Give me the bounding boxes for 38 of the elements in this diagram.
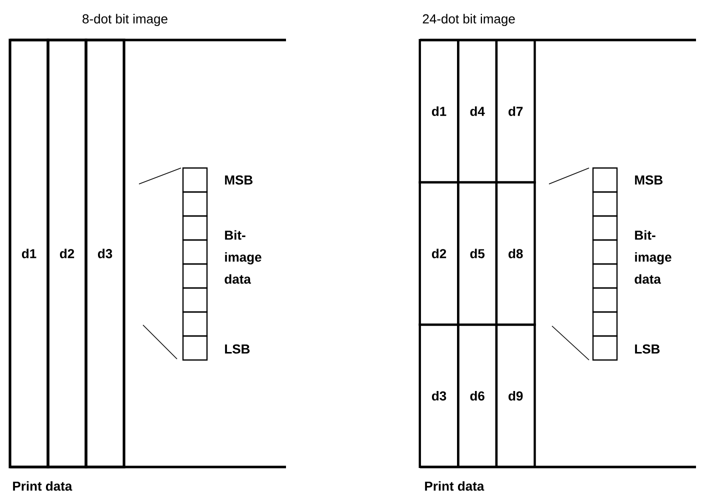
data-cell: d7 — [495, 38, 536, 184]
data-cell: d8 — [495, 181, 536, 326]
bit-label: Bit- image data — [634, 230, 672, 284]
bit-box — [182, 239, 208, 265]
data-cell: d5 — [457, 181, 498, 326]
data-cell: d9 — [495, 324, 536, 468]
bit-box — [592, 191, 618, 217]
bit-label: Bit- image data — [224, 230, 262, 284]
data-cell: d4 — [457, 38, 498, 184]
data-cell: d3 — [418, 324, 460, 468]
data-column: d1 — [8, 38, 50, 468]
bit-label: LSB — [225, 344, 250, 354]
bit-box — [592, 215, 618, 241]
bit-label: MSB — [635, 175, 662, 185]
bit-box — [592, 311, 618, 337]
data-cell: d2 — [418, 181, 460, 326]
bit-box — [182, 287, 208, 313]
bit-box — [182, 335, 208, 361]
axis-caption: Print data — [425, 481, 484, 491]
data-cell: d6 — [457, 324, 498, 468]
data-column: d2 — [46, 38, 88, 468]
panel-title: 24-dot bit image — [422, 14, 515, 26]
bit-box — [592, 239, 618, 265]
bit-box — [592, 167, 618, 193]
bit-label: LSB — [635, 344, 660, 354]
bit-box — [182, 191, 208, 217]
bit-box — [592, 335, 618, 361]
axis-caption: Print data — [13, 481, 72, 491]
panel-title: 8-dot bit image — [82, 14, 168, 26]
bit-box — [182, 167, 208, 193]
data-cell: d1 — [418, 38, 460, 184]
bit-box — [182, 215, 208, 241]
bit-box — [182, 263, 208, 289]
bit-box — [592, 263, 618, 289]
bit-box — [182, 311, 208, 337]
bit-label: MSB — [225, 175, 252, 185]
bit-box — [592, 287, 618, 313]
data-column: d3 — [84, 38, 126, 468]
